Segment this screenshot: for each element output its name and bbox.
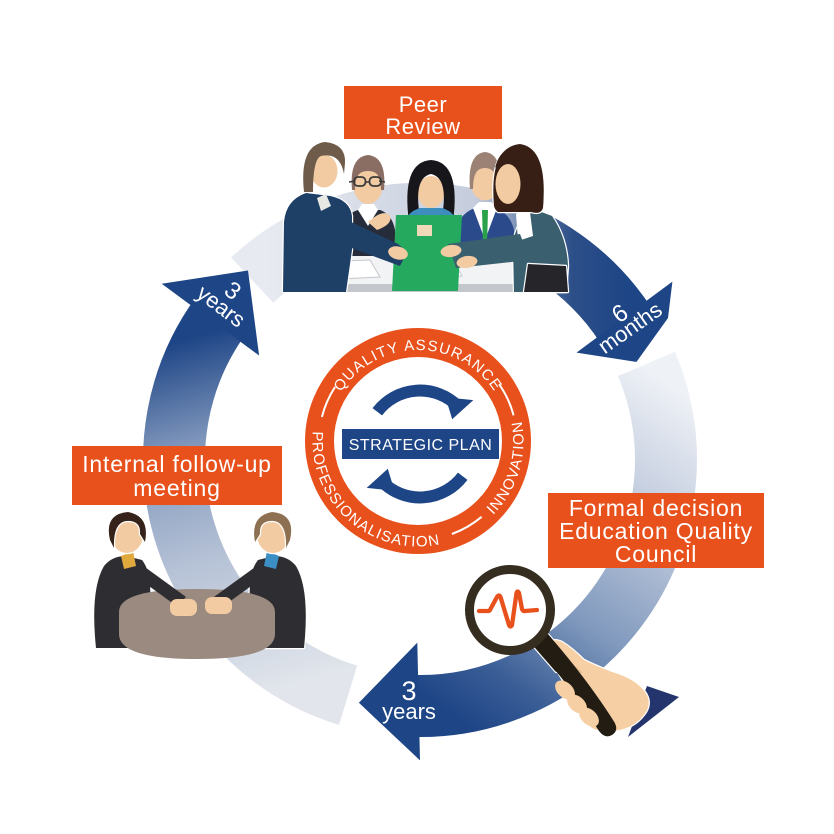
svg-text:Council: Council: [615, 541, 697, 567]
svg-text:Review: Review: [385, 114, 460, 139]
svg-text:years: years: [382, 699, 436, 724]
svg-text:3: 3: [401, 676, 416, 706]
svg-text:meeting: meeting: [133, 475, 220, 501]
svg-text:STRATEGIC PLAN: STRATEGIC PLAN: [349, 437, 493, 454]
svg-text:Peer: Peer: [399, 92, 447, 117]
svg-text:Education Quality: Education Quality: [559, 518, 753, 544]
svg-text:Internal follow-up: Internal follow-up: [82, 451, 272, 477]
svg-text:Formal decision: Formal decision: [569, 495, 743, 521]
